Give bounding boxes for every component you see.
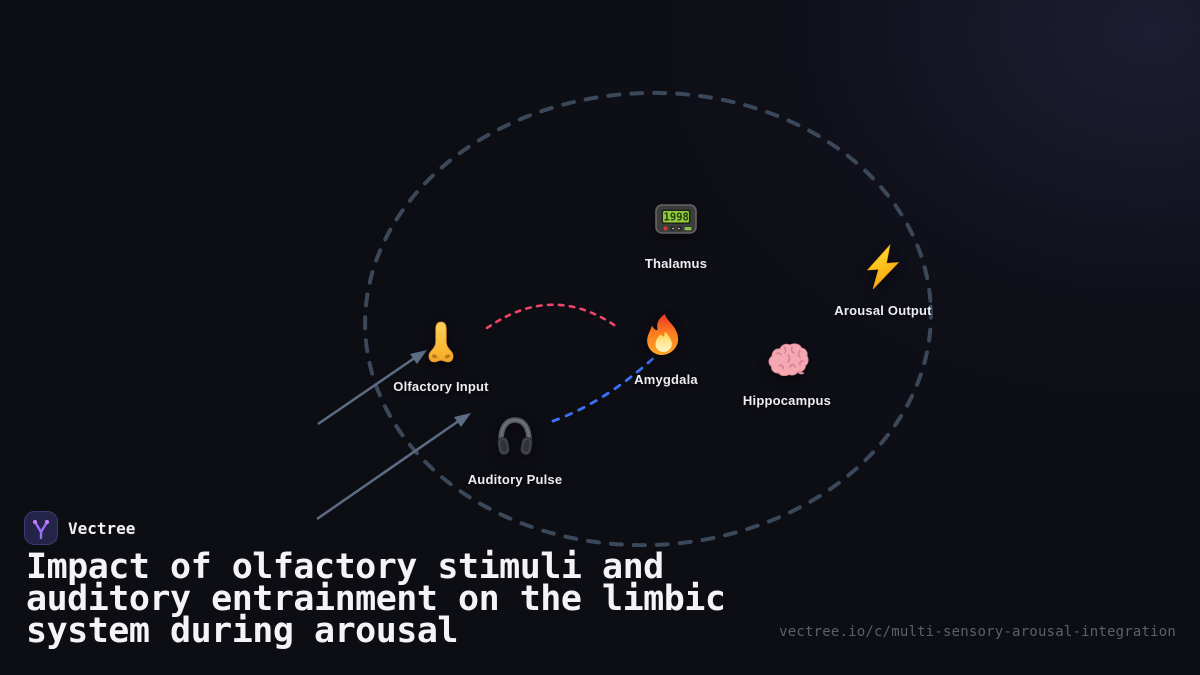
limbic-boundary-ellipse [363, 90, 933, 548]
node-thalamus: 1998 Thalamus [591, 197, 761, 271]
vectree-logo-icon [24, 511, 58, 545]
brain-icon [764, 338, 810, 385]
node-auditory-pulse: Auditory Pulse [430, 413, 600, 487]
edge-auditory-to-amygdala [551, 352, 660, 423]
brand-name: Vectree [68, 518, 136, 538]
input-arrow-auditory [316, 413, 471, 521]
node-label: Hippocampus [742, 393, 832, 408]
svg-text:1998: 1998 [664, 212, 689, 224]
node-amygdala: Amygdala [581, 313, 751, 387]
node-hippocampus: Hippocampus [702, 338, 872, 408]
input-arrow-olfactory [317, 350, 427, 426]
pager-icon: 1998 [653, 197, 699, 248]
node-arousal-output: Arousal Output [798, 243, 968, 318]
node-label: Thalamus [644, 256, 708, 271]
brand: Vectree [24, 511, 135, 545]
node-label: Auditory Pulse [467, 472, 563, 487]
fire-icon [643, 313, 689, 364]
node-label: Amygdala [634, 372, 698, 387]
node-label: Arousal Output [834, 303, 932, 318]
nose-icon [418, 320, 464, 371]
headphones-icon [492, 413, 538, 464]
node-label: Olfactory Input [393, 379, 489, 394]
lightning-icon [860, 243, 906, 295]
node-olfactory-input: Olfactory Input [356, 320, 526, 394]
page-title: Impact of olfactory stimuli and auditory… [26, 547, 726, 651]
page-url: vectree.io/c/multi-sensory-arousal-integ… [779, 624, 1176, 640]
edge-olfactory-to-amygdala [485, 303, 619, 330]
